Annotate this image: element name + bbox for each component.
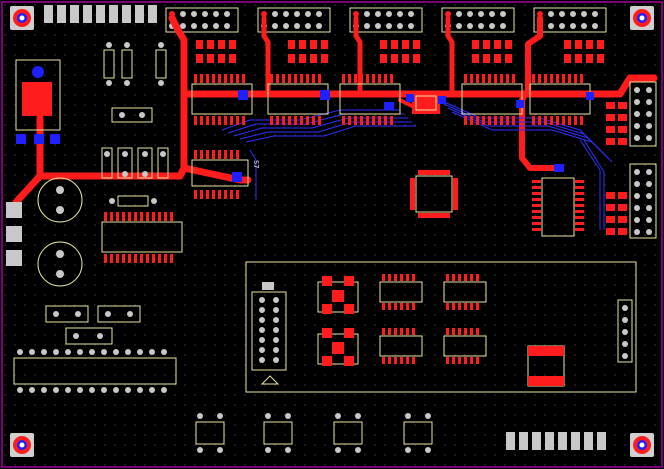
header-connector-4[interactable] xyxy=(441,7,515,33)
resistor-horizontal-small[interactable] xyxy=(109,195,157,207)
ic-right-soic[interactable] xyxy=(532,177,584,237)
transistor-group-lower[interactable] xyxy=(317,328,359,366)
mounting-hole-top-right[interactable] xyxy=(630,6,654,30)
ic-bus-u1[interactable] xyxy=(191,74,253,125)
mounting-hole-bottom-right[interactable] xyxy=(630,433,654,457)
qfp-microcontroller[interactable] xyxy=(410,170,458,218)
push-button-1[interactable] xyxy=(195,413,225,453)
resistor-vertical-group[interactable] xyxy=(103,42,167,86)
resistor-array-group-5[interactable] xyxy=(564,40,604,63)
transistor-group-upper[interactable] xyxy=(317,276,359,314)
resistor-array-group-1[interactable] xyxy=(196,40,236,63)
mounting-hole-top-left[interactable] xyxy=(10,6,34,30)
header-connector-3[interactable] xyxy=(349,7,423,33)
mounting-hole-bottom-left[interactable] xyxy=(10,433,34,457)
ic-module-a[interactable] xyxy=(379,274,423,310)
jumper-blocks-left[interactable] xyxy=(45,305,141,345)
ic-dip-left[interactable] xyxy=(101,212,183,263)
header-connector-5[interactable] xyxy=(533,7,607,33)
capacitor-electrolytic-1[interactable] xyxy=(37,177,83,223)
ic-module-c[interactable] xyxy=(379,328,423,364)
resistor-pair-center[interactable] xyxy=(111,107,153,123)
module-outline[interactable] xyxy=(245,261,637,393)
push-button-2[interactable] xyxy=(263,413,293,453)
pin-header-2x8[interactable] xyxy=(251,282,287,385)
ic-s7[interactable] xyxy=(191,150,249,199)
ic-bus-u3[interactable] xyxy=(339,74,401,125)
power-input-terminals[interactable] xyxy=(6,202,22,266)
vias xyxy=(232,90,594,182)
resistor-array-group-2[interactable] xyxy=(288,40,328,63)
voltage-regulator[interactable] xyxy=(15,59,61,144)
sip-header-module[interactable] xyxy=(617,299,633,363)
resistor-array-group-3[interactable] xyxy=(380,40,420,63)
edge-connector-bottom[interactable] xyxy=(506,432,606,450)
resistor-array-right[interactable] xyxy=(606,102,627,235)
header-connector-2[interactable] xyxy=(257,7,331,33)
edge-connector-top[interactable] xyxy=(44,5,157,23)
ic-bus-u5[interactable] xyxy=(529,74,591,125)
diode-group[interactable] xyxy=(101,147,169,179)
push-button-3[interactable] xyxy=(333,413,363,453)
capacitor-electrolytic-2[interactable] xyxy=(37,241,83,287)
ic-module-b[interactable] xyxy=(443,274,487,310)
resistor-array-group-4[interactable] xyxy=(472,40,512,63)
power-pad-module[interactable] xyxy=(527,345,565,387)
right-header-upper[interactable] xyxy=(629,81,657,147)
push-button-4[interactable] xyxy=(403,413,433,453)
ic-bus-u4[interactable] xyxy=(461,74,523,125)
ic-small-center[interactable] xyxy=(412,92,440,114)
ic-bus-u2[interactable] xyxy=(267,74,329,125)
right-header-lower[interactable] xyxy=(629,163,657,239)
sip-header-long[interactable] xyxy=(13,349,177,393)
silk-label-s7: S7 xyxy=(252,160,260,168)
ic-module-d[interactable] xyxy=(443,328,487,364)
